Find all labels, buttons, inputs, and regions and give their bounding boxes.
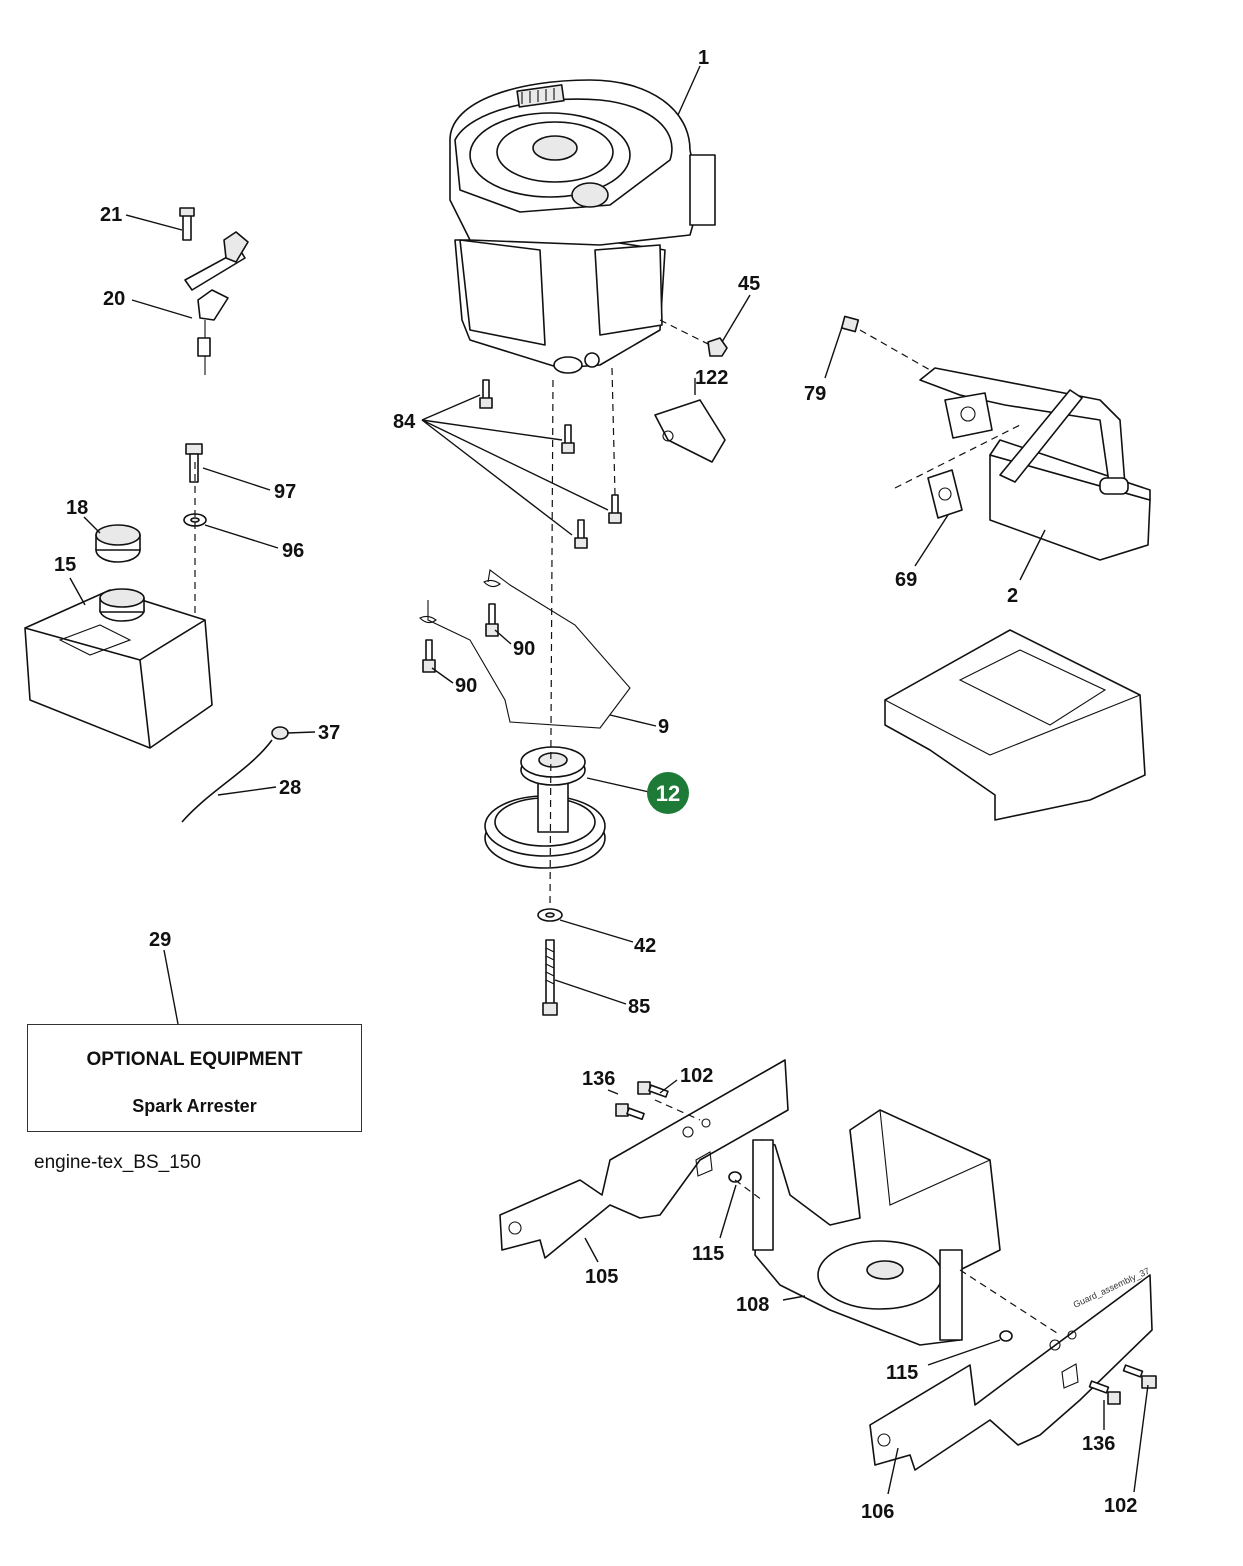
belt-guard-part xyxy=(752,1109,1001,1346)
callout-136-b[interactable]: 136 xyxy=(1082,1433,1115,1455)
callout-28[interactable]: 28 xyxy=(279,777,301,799)
assembly-lines xyxy=(194,319,1061,1336)
callout-37[interactable]: 37 xyxy=(318,722,340,744)
callout-12[interactable]: 12 xyxy=(656,781,680,806)
callout-29[interactable]: 29 xyxy=(149,929,171,951)
muffler-part xyxy=(919,367,1151,561)
nut-part xyxy=(707,337,728,357)
mount-plate-part xyxy=(884,629,1146,821)
fuel-cap-part xyxy=(95,524,141,563)
wire-harness-part xyxy=(419,569,631,729)
callout-115-a[interactable]: 115 xyxy=(692,1243,724,1265)
callout-108[interactable]: 108 xyxy=(736,1294,769,1316)
diagram-code: engine-tex_BS_150 xyxy=(34,1152,201,1173)
optional-equipment-box: OPTIONAL EQUIPMENT Spark Arrester xyxy=(27,1024,362,1132)
heat-shield-part xyxy=(654,399,726,463)
callout-102-a[interactable]: 102 xyxy=(680,1065,713,1087)
callout-85[interactable]: 85 xyxy=(628,996,650,1018)
callout-136-a[interactable]: 136 xyxy=(582,1068,615,1090)
bolts-part xyxy=(479,379,622,549)
callout-122[interactable]: 122 xyxy=(695,367,728,389)
callout-12-highlight[interactable] xyxy=(647,772,689,814)
callout-96[interactable]: 96 xyxy=(282,540,304,562)
throttle-control-part xyxy=(179,207,249,375)
callout-84[interactable]: 84 xyxy=(393,411,416,433)
pulley-part xyxy=(484,746,606,869)
callout-79[interactable]: 79 xyxy=(804,383,826,405)
callout-69[interactable]: 69 xyxy=(895,569,917,591)
callout-18[interactable]: 18 xyxy=(66,497,88,519)
fuel-tank-part xyxy=(24,588,213,749)
washer-bolt-part xyxy=(537,908,563,1016)
callout-9[interactable]: 9 xyxy=(658,716,669,738)
optional-equipment-item[interactable]: Spark Arrester xyxy=(132,1096,257,1116)
callout-106[interactable]: 106 xyxy=(861,1501,894,1523)
leader-lines xyxy=(69,65,1149,1495)
gasket-part xyxy=(927,469,963,519)
engine-part xyxy=(449,79,716,374)
callout-45[interactable]: 45 xyxy=(738,273,760,295)
guard-bracket-part xyxy=(499,1059,789,1259)
callout-42[interactable]: 42 xyxy=(634,935,656,957)
callout-97[interactable]: 97 xyxy=(274,481,296,503)
callout-2[interactable]: 2 xyxy=(1007,585,1018,607)
callout-102-b[interactable]: 102 xyxy=(1104,1495,1137,1517)
callout-20[interactable]: 20 xyxy=(103,288,125,310)
callout-105[interactable]: 105 xyxy=(585,1266,618,1288)
hardware-part xyxy=(615,1081,1157,1405)
optional-equipment-title: OPTIONAL EQUIPMENT xyxy=(86,1049,303,1070)
fuel-line-part xyxy=(181,726,289,823)
callout-21[interactable]: 21 xyxy=(100,204,122,226)
guard-bracket-part xyxy=(869,1274,1153,1471)
callout-1[interactable]: 1 xyxy=(698,47,709,69)
callout-90-b[interactable]: 90 xyxy=(455,675,477,697)
screw-79-part xyxy=(840,315,860,333)
callout-115-b[interactable]: 115 xyxy=(886,1362,918,1384)
callout-90-a[interactable]: 90 xyxy=(513,638,535,660)
callout-15[interactable]: 15 xyxy=(54,554,76,576)
